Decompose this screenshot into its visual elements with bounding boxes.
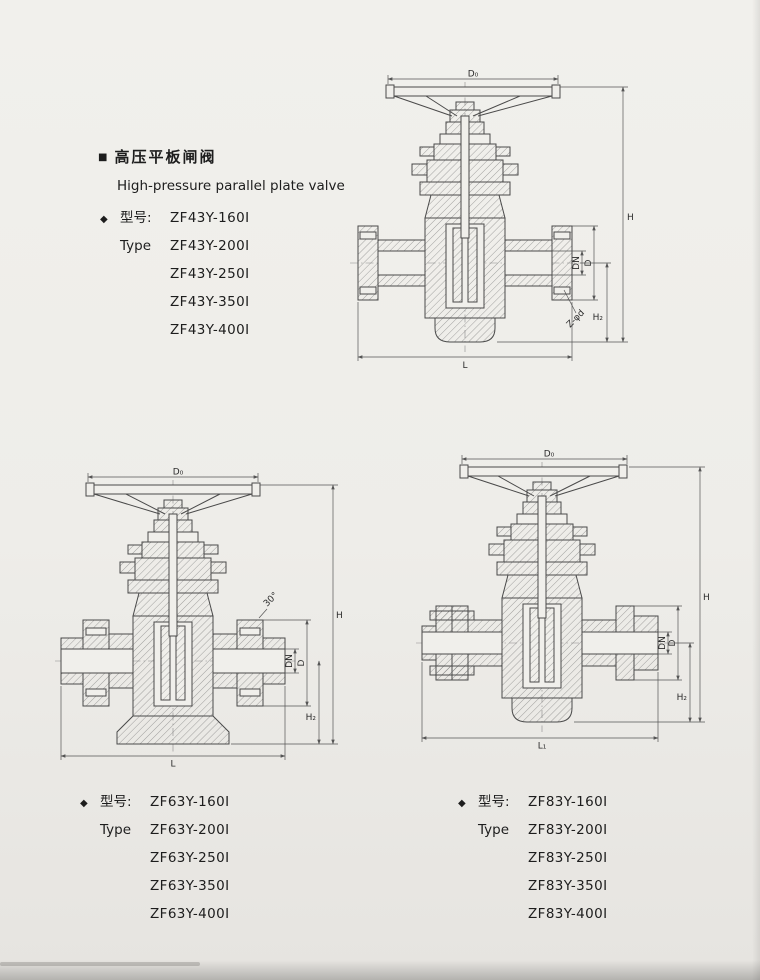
dim-label-l: L xyxy=(170,760,175,769)
model-number: ZF63Y-250I xyxy=(150,850,230,866)
dim-label-h: H xyxy=(627,213,634,223)
model-number: ZF83Y-400I xyxy=(528,906,608,922)
diamond-bullet-icon: ◆ xyxy=(80,798,88,809)
dim-label-d0: D₀ xyxy=(468,70,479,80)
model-number: ZF43Y-250I xyxy=(170,266,250,282)
dim-label-d: D xyxy=(297,659,307,666)
model-number: ZF43Y-350I xyxy=(170,294,250,310)
model-number: ZF63Y-200I xyxy=(150,822,230,838)
valve-drawing-zf83y: D₀ DN D H₂ H L₁ xyxy=(416,450,710,751)
dim-label-h2: H₂ xyxy=(677,693,688,703)
model-number: ZF43Y-200I xyxy=(170,238,250,254)
model-number: ZF83Y-200I xyxy=(528,822,608,838)
model-label-zh: 型号: xyxy=(120,210,152,226)
model-label-zh: 型号: xyxy=(478,794,510,810)
model-number: ZF83Y-350I xyxy=(528,878,608,894)
square-bullet-icon: ■ xyxy=(98,152,108,163)
dim-label-l: L xyxy=(462,361,467,370)
model-label-zh: 型号: xyxy=(100,794,132,810)
valve-drawing-zf63y: D₀ 30° DN D H₂ H L xyxy=(55,468,343,769)
model-number: ZF63Y-400I xyxy=(150,906,230,922)
dim-label-h: H xyxy=(703,593,710,603)
model-label-en: Type xyxy=(100,822,132,838)
dim-label-h2: H₂ xyxy=(306,713,317,723)
dim-label-h: H xyxy=(336,611,343,621)
page-edge-shadow-bottom xyxy=(0,960,760,980)
dim-label-zphid: Z-φd xyxy=(565,308,587,330)
valve-body xyxy=(421,495,659,723)
page-title: ■ 高压平板闸阀 xyxy=(98,146,345,167)
dim-label-dn: DN xyxy=(658,636,668,650)
dim-label-d0: D₀ xyxy=(173,468,184,478)
model-label-en: Type xyxy=(120,238,152,254)
title-chinese: 高压平板闸阀 xyxy=(114,148,217,166)
handwheel xyxy=(385,84,561,123)
dim-label-dn: DN xyxy=(572,256,582,270)
dimension-annotations: D₀ DN D H₂ H L₁ xyxy=(421,450,710,751)
dim-label-l1: L₁ xyxy=(538,742,547,751)
dimension-annotations: D₀ 30° DN D H₂ H L xyxy=(60,468,343,769)
dim-label-dn: DN xyxy=(285,654,295,668)
model-number: ZF43Y-400I xyxy=(170,322,250,338)
model-label-en: Type xyxy=(478,822,510,838)
model-number: ZF83Y-250I xyxy=(528,850,608,866)
handwheel xyxy=(459,464,628,503)
dim-label-h2: H₂ xyxy=(593,313,604,323)
title-english: High-pressure parallel plate valve xyxy=(117,178,345,194)
page-edge-shadow-right xyxy=(752,0,760,980)
model-number: ZF63Y-160I xyxy=(150,794,230,810)
dim-label-d0: D₀ xyxy=(544,450,555,460)
model-list-zf63y: ◆ 型号: ZF63Y-160I Type ZF63Y-200I ZF63Y-2… xyxy=(80,790,229,922)
model-number: ZF43Y-160I xyxy=(170,210,250,226)
dim-label-d: D xyxy=(584,259,594,266)
model-number: ZF63Y-350I xyxy=(150,878,230,894)
diamond-bullet-icon: ◆ xyxy=(458,798,466,809)
valve-body xyxy=(357,115,573,343)
diamond-bullet-icon: ◆ xyxy=(100,214,108,225)
valve-body xyxy=(60,513,286,745)
scan-artifact xyxy=(0,962,200,966)
section-header: ■ 高压平板闸阀 High-pressure parallel plate val… xyxy=(98,146,345,194)
valve-drawing-zf43y: D₀ L H H₂ DN D Z-φd xyxy=(350,70,634,370)
model-list-zf83y: ◆ 型号: ZF83Y-160I Type ZF83Y-200I ZF83Y-2… xyxy=(458,790,607,922)
model-number: ZF83Y-160I xyxy=(528,794,608,810)
model-list-zf43y: ◆ 型号: ZF43Y-160I Type ZF43Y-200I ZF43Y-2… xyxy=(100,206,249,338)
dim-label-angle: 30° xyxy=(262,591,280,609)
